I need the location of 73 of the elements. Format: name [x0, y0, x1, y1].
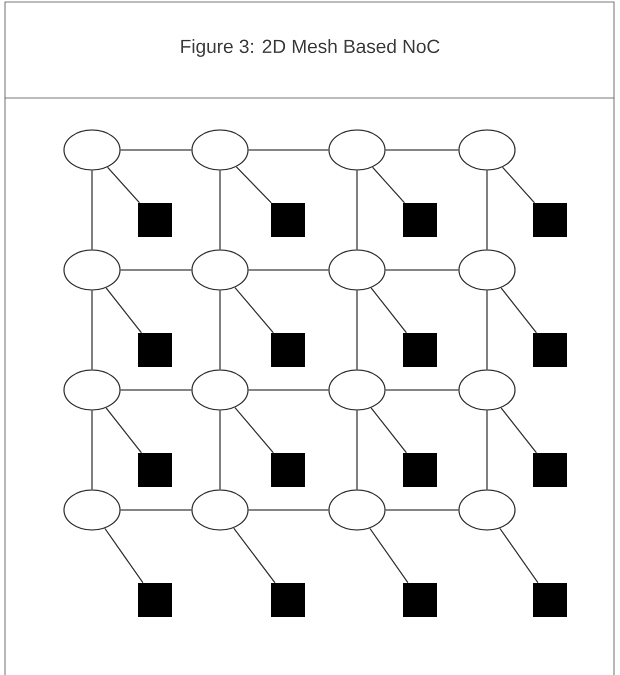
link-line	[500, 408, 537, 454]
link-line	[386, 509, 458, 511]
core-square	[271, 203, 305, 237]
router-circle	[328, 129, 386, 171]
link-line	[248, 389, 328, 391]
router-circle	[63, 489, 121, 531]
link-line	[120, 149, 192, 151]
core-square	[138, 333, 172, 367]
router-circle	[191, 489, 249, 531]
link-line	[104, 528, 144, 584]
link-line	[499, 528, 538, 584]
link-line	[91, 410, 93, 490]
router-circle	[458, 129, 516, 171]
router-circle	[458, 249, 516, 291]
router-circle	[458, 489, 516, 531]
router-circle	[328, 369, 386, 411]
link-line	[356, 290, 358, 370]
core-square	[403, 583, 437, 617]
link-line	[356, 410, 358, 490]
link-line	[107, 166, 140, 204]
core-square	[533, 333, 567, 367]
router-circle	[63, 249, 121, 291]
link-line	[500, 288, 537, 334]
link-line	[120, 389, 192, 391]
link-line	[106, 408, 142, 454]
link-line	[386, 389, 458, 391]
core-square	[403, 453, 437, 487]
link-line	[486, 410, 488, 490]
link-line	[372, 166, 405, 204]
link-line	[120, 269, 192, 271]
router-circle	[191, 249, 249, 291]
link-line	[234, 287, 274, 334]
core-square	[403, 333, 437, 367]
link-line	[386, 269, 458, 271]
core-square	[533, 583, 567, 617]
link-line	[106, 288, 142, 334]
core-square	[138, 203, 172, 237]
link-line	[219, 170, 221, 250]
link-line	[386, 149, 458, 151]
link-line	[356, 170, 358, 250]
link-line	[236, 166, 272, 204]
link-line	[248, 149, 328, 151]
link-line	[233, 528, 276, 584]
router-circle	[191, 129, 249, 171]
link-line	[234, 407, 274, 454]
core-square	[271, 583, 305, 617]
link-line	[486, 170, 488, 250]
link-line	[219, 290, 221, 370]
link-line	[91, 170, 93, 250]
link-line	[370, 408, 407, 454]
core-square	[403, 203, 437, 237]
link-line	[120, 509, 192, 511]
core-square	[138, 583, 172, 617]
link-line	[369, 528, 408, 584]
core-square	[271, 453, 305, 487]
figure-title: Figure 3: 2D Mesh Based NoC	[181, 39, 440, 57]
link-line	[486, 290, 488, 370]
link-line	[248, 269, 328, 271]
router-circle	[328, 249, 386, 291]
core-square	[271, 333, 305, 367]
core-square	[138, 453, 172, 487]
link-line	[502, 166, 535, 204]
core-square	[533, 453, 567, 487]
router-circle	[328, 489, 386, 531]
link-line	[248, 509, 328, 511]
link-line	[91, 290, 93, 370]
router-circle	[191, 369, 249, 411]
link-line	[219, 410, 221, 490]
link-line	[370, 288, 407, 334]
core-square	[533, 203, 567, 237]
router-circle	[63, 369, 121, 411]
router-circle	[63, 129, 121, 171]
router-circle	[458, 369, 516, 411]
